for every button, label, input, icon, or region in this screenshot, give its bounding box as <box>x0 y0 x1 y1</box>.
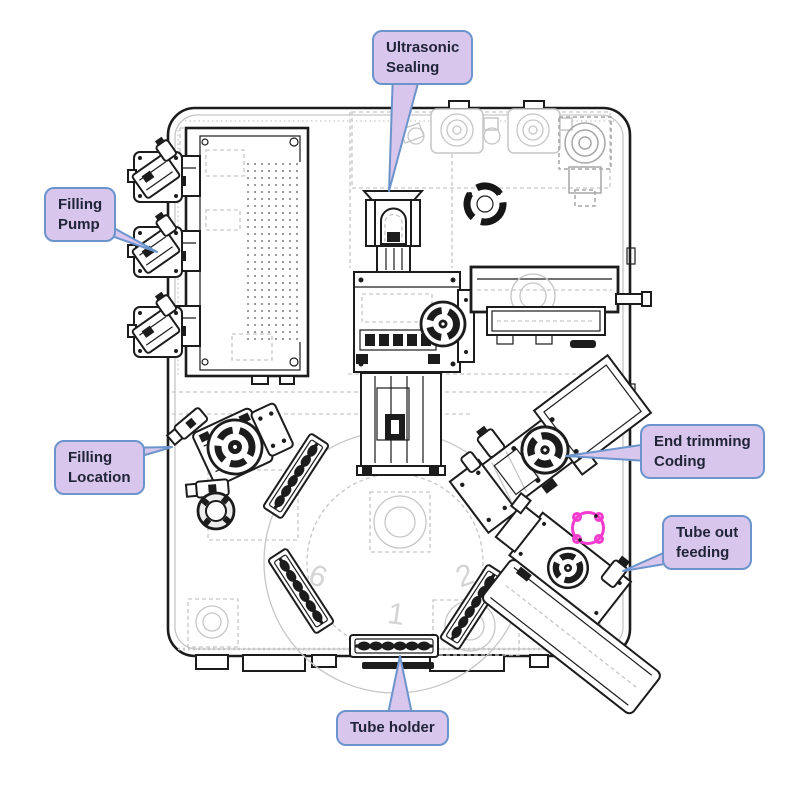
callout-filling-location: Filling Location <box>54 440 145 495</box>
ghost-motor-2 <box>483 108 573 154</box>
highlight-ring <box>571 511 605 545</box>
callout-tube-out-feeding: Tube out feeding <box>662 515 753 570</box>
callout-text-line: Pump <box>58 215 100 233</box>
ultrasonic-sealing-station <box>353 190 475 476</box>
callout-filling-pump: Filling Pump <box>44 187 117 242</box>
callout-text-line: Coding <box>654 452 706 470</box>
callout-text-line: Location <box>68 468 131 486</box>
ghost-motor-1 <box>399 108 499 154</box>
tube-holder-bar-front <box>349 634 439 658</box>
callout-tube-holder: Tube holder <box>336 710 449 746</box>
hopper-plate <box>169 126 310 385</box>
callout-text-line: Tube out <box>676 524 739 541</box>
callout-end-trimming-coding: End trimming Coding <box>640 424 765 479</box>
callout-text-line: Sealing <box>386 58 440 76</box>
callout-text-line: feeding <box>676 543 730 561</box>
filling-location-assembly <box>165 402 294 531</box>
callout-text-line: Tube holder <box>350 719 435 736</box>
callout-ultrasonic-sealing: Ultrasonic Sealing <box>372 30 474 85</box>
turntable-number-1: 1 <box>386 597 407 632</box>
tube-gripper <box>463 182 507 226</box>
end-trimming-unit <box>448 353 653 535</box>
callout-text-line: Ultrasonic <box>386 39 460 56</box>
callout-text-line: Filling <box>58 196 103 213</box>
perforation-grid <box>246 162 302 342</box>
conveyor <box>469 265 652 348</box>
callout-text-line: End trimming <box>654 433 751 450</box>
callout-text-line: Filling <box>68 449 113 466</box>
station-wheel <box>421 302 465 346</box>
filling-collar <box>196 491 236 531</box>
tube-out-feeding-unit <box>481 491 661 715</box>
ghost-motor-3 <box>558 116 612 207</box>
side-pipe <box>615 293 643 305</box>
filling-pumps <box>121 134 190 358</box>
